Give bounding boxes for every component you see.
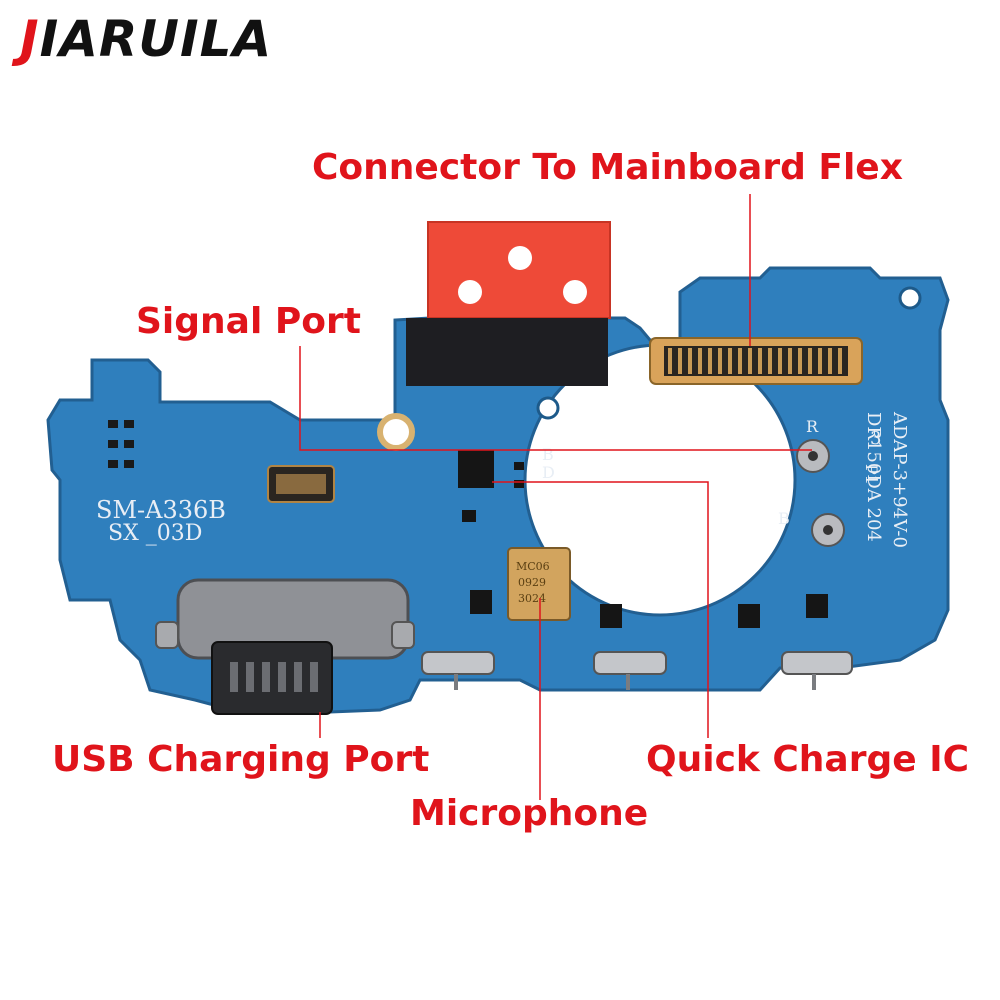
mic-label-1: MC06 bbox=[516, 560, 550, 573]
microphone-component bbox=[507, 547, 571, 621]
rf-port-top-center bbox=[808, 451, 818, 461]
usb-c-port-front bbox=[211, 641, 333, 715]
tape-hole-2 bbox=[458, 280, 482, 304]
spring-contacts bbox=[421, 651, 853, 675]
leader-signal bbox=[299, 346, 812, 451]
silk-vertical-1: ADAP-3+94V-0 bbox=[889, 411, 910, 548]
silk-vertical-2: DR150DA 204 bbox=[863, 412, 884, 542]
silk-b-right: B bbox=[778, 509, 790, 528]
tape-hole-1 bbox=[508, 246, 532, 270]
brand-first-letter: J bbox=[20, 10, 40, 68]
quick-charge-ic bbox=[458, 450, 494, 488]
callout-quick-charge: Quick Charge IC bbox=[646, 739, 970, 780]
callout-connector: Connector To Mainboard Flex bbox=[312, 147, 903, 188]
silk-model: SM-A336B bbox=[96, 496, 226, 524]
silk-d: D bbox=[542, 463, 555, 482]
leader-quick bbox=[492, 481, 709, 738]
black-shield bbox=[406, 318, 608, 386]
brand-logo: JIARUILA bbox=[20, 14, 272, 64]
mic-label-2: 0929 bbox=[518, 576, 546, 589]
silk-b-left: B bbox=[542, 445, 554, 464]
red-adhesive-tape bbox=[427, 221, 611, 319]
silk-revision: SX _03D bbox=[108, 521, 202, 546]
mic-label-3: 3024 bbox=[518, 592, 546, 605]
rf-port-bottom-center bbox=[823, 525, 833, 535]
silk-r: R bbox=[806, 417, 819, 436]
mount-hole-mid bbox=[536, 396, 560, 420]
callout-microphone: Microphone bbox=[410, 793, 649, 834]
connector-pins bbox=[664, 346, 848, 376]
mount-hole-left bbox=[377, 413, 415, 451]
callout-usb: USB Charging Port bbox=[52, 739, 430, 780]
usb-c-pins bbox=[230, 662, 318, 692]
callout-lines bbox=[299, 194, 812, 800]
tape-hole-3 bbox=[563, 280, 587, 304]
smd-ics bbox=[462, 462, 828, 628]
silk-p1: P1 bbox=[862, 464, 881, 485]
usb-mount-tab-right bbox=[391, 621, 415, 649]
callout-signal: Signal Port bbox=[136, 301, 361, 342]
brand-name: IARUILA bbox=[39, 10, 273, 68]
smd-components-left bbox=[108, 420, 134, 468]
mount-hole-right bbox=[898, 286, 922, 310]
connector-pin-row bbox=[668, 348, 842, 374]
silk-mark-3: 3 bbox=[870, 428, 881, 449]
usb-mount-tab-left bbox=[155, 621, 179, 649]
connector-contacts bbox=[276, 474, 326, 494]
spring-contact-legs bbox=[454, 674, 816, 690]
